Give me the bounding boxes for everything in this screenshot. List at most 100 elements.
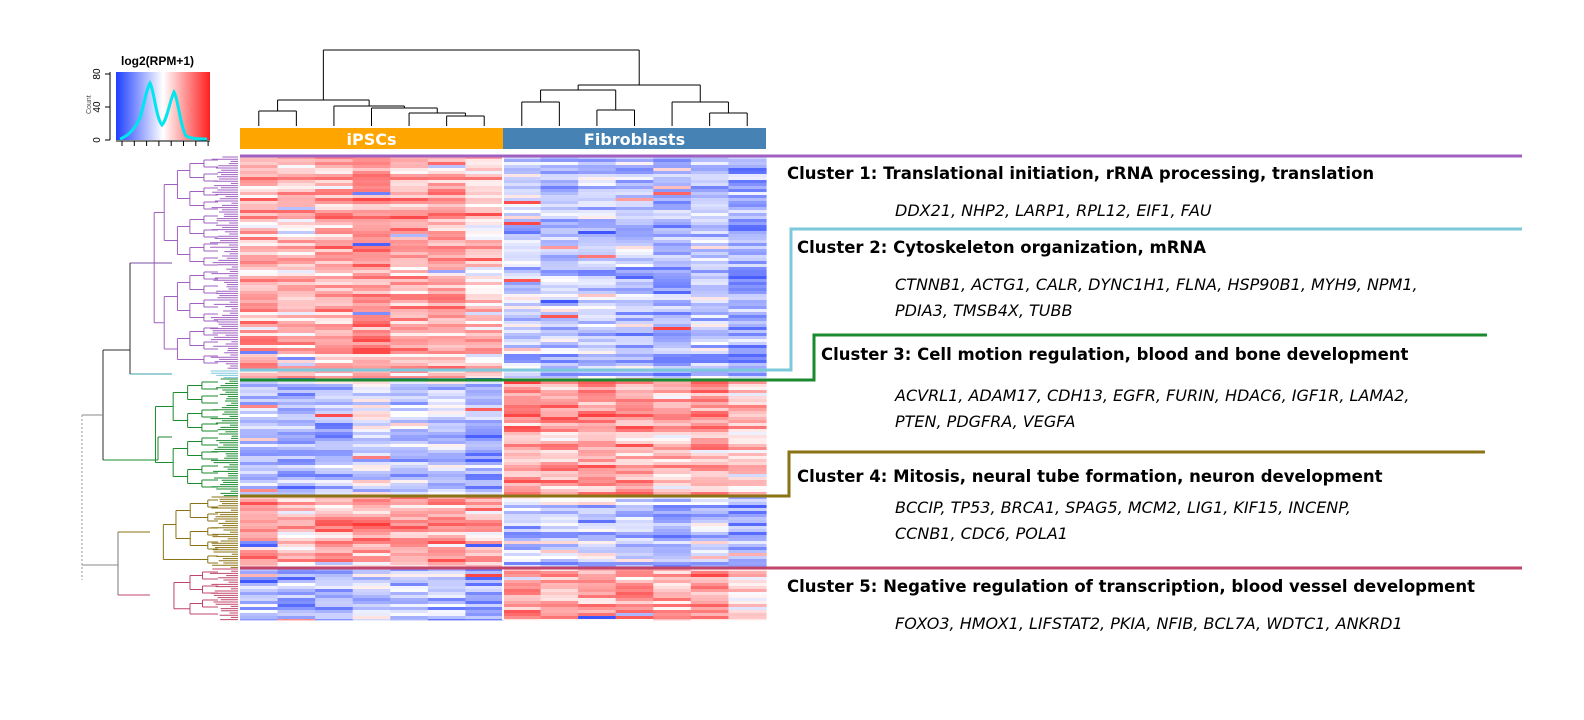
heatmap-cell xyxy=(240,345,279,349)
heatmap-cell xyxy=(653,483,692,487)
heatmap-cell xyxy=(315,541,354,545)
heatmap-cell xyxy=(315,285,354,289)
color-key-title: log2(RPM+1) xyxy=(121,54,194,68)
heatmap-cell xyxy=(315,300,354,304)
heatmap-cell xyxy=(390,333,429,337)
heatmap-cell xyxy=(690,396,730,400)
heatmap-cell xyxy=(503,441,542,445)
heatmap-cell xyxy=(240,384,279,388)
heatmap-cell xyxy=(578,288,617,292)
heatmap-cell xyxy=(277,420,316,424)
heatmap-cell xyxy=(578,402,617,406)
heatmap-cell xyxy=(427,535,467,539)
heatmap-cell xyxy=(503,159,542,163)
heatmap-cell xyxy=(277,432,316,436)
heatmap-cell xyxy=(540,216,579,220)
heatmap-cell xyxy=(615,309,654,313)
heatmap-cell xyxy=(390,357,429,361)
heatmap-cell xyxy=(503,339,542,343)
heatmap-cell xyxy=(728,402,767,406)
heatmap-cell xyxy=(690,210,730,214)
heatmap-cell xyxy=(390,598,429,602)
heatmap-cell xyxy=(653,192,692,196)
heatmap-cell xyxy=(240,282,279,286)
heatmap-cell xyxy=(503,465,542,469)
heatmap-cell xyxy=(427,529,467,533)
heatmap-cell xyxy=(352,568,391,572)
heatmap-cell xyxy=(653,225,692,229)
heatmap-cell xyxy=(615,303,654,307)
heatmap-cell xyxy=(315,195,354,199)
heatmap-cell xyxy=(315,330,354,334)
heatmap-cell xyxy=(653,489,692,493)
heatmap-cell xyxy=(690,243,730,247)
heatmap-cell xyxy=(240,553,279,557)
heatmap-cell xyxy=(503,435,542,439)
heatmap-cell xyxy=(240,577,279,581)
heatmap-cell xyxy=(728,489,767,493)
cluster-5-title: Cluster 5: Negative regulation of transc… xyxy=(787,577,1475,596)
heatmap-cell xyxy=(615,610,654,614)
heatmap-cell xyxy=(277,429,316,433)
heatmap-cell xyxy=(728,156,767,160)
heatmap-cell xyxy=(240,330,279,334)
heatmap-cell xyxy=(465,526,504,530)
heatmap-cell xyxy=(277,315,316,319)
heatmap-cell xyxy=(277,189,316,193)
heatmap-cell xyxy=(578,342,617,346)
heatmap-cell xyxy=(352,462,391,466)
heatmap-cell xyxy=(465,246,504,250)
heatmap-cell xyxy=(690,258,730,262)
heatmap-cell xyxy=(352,354,391,358)
heatmap-cell xyxy=(578,523,617,527)
heatmap-cell xyxy=(427,499,467,503)
heatmap-cell xyxy=(240,568,279,572)
heatmap-cell xyxy=(615,333,654,337)
heatmap-cell xyxy=(503,240,542,244)
heatmap-cell xyxy=(315,240,354,244)
heatmap-cell xyxy=(578,411,617,415)
heatmap-cell xyxy=(427,195,467,199)
heatmap-cell xyxy=(690,613,730,617)
heatmap-cell xyxy=(240,465,279,469)
heatmap-cell xyxy=(728,373,767,377)
heatmap-cell xyxy=(315,291,354,295)
heatmap-cell xyxy=(390,474,429,478)
heatmap-cell xyxy=(352,583,391,587)
heatmap-cell xyxy=(615,360,654,364)
heatmap-cell xyxy=(690,408,730,412)
heatmap-cell xyxy=(427,333,467,337)
heatmap-cell xyxy=(690,183,730,187)
heatmap-cell xyxy=(728,159,767,163)
heatmap-cell xyxy=(390,583,429,587)
heatmap-cell xyxy=(615,297,654,301)
heatmap-cell xyxy=(615,192,654,196)
heatmap-cell xyxy=(728,363,767,367)
heatmap-cell xyxy=(390,399,429,403)
heatmap-cell xyxy=(653,444,692,448)
heatmap-cell xyxy=(315,526,354,530)
heatmap-cell xyxy=(427,505,467,509)
heatmap-cell xyxy=(615,402,654,406)
heatmap-cell xyxy=(540,370,579,374)
heatmap-cell xyxy=(728,438,767,442)
heatmap-cell xyxy=(427,405,467,409)
heatmap-cell xyxy=(653,577,692,581)
heatmap-cell xyxy=(427,456,467,460)
heatmap-cell xyxy=(503,324,542,328)
heatmap-cell xyxy=(315,547,354,551)
heatmap-cell xyxy=(540,496,579,500)
heatmap-cell xyxy=(352,174,391,178)
heatmap-cell xyxy=(240,171,279,175)
heatmap-cell xyxy=(240,514,279,518)
heatmap-cell xyxy=(277,571,316,575)
heatmap-cell xyxy=(390,237,429,241)
heatmap-cell xyxy=(615,574,654,578)
heatmap-cell xyxy=(728,351,767,355)
heatmap-cell xyxy=(503,171,542,175)
heatmap-cell xyxy=(390,252,429,256)
heatmap-cell xyxy=(728,586,767,590)
heatmap-cell xyxy=(578,330,617,334)
heatmap-cell xyxy=(653,426,692,430)
heatmap-cell xyxy=(465,477,504,481)
